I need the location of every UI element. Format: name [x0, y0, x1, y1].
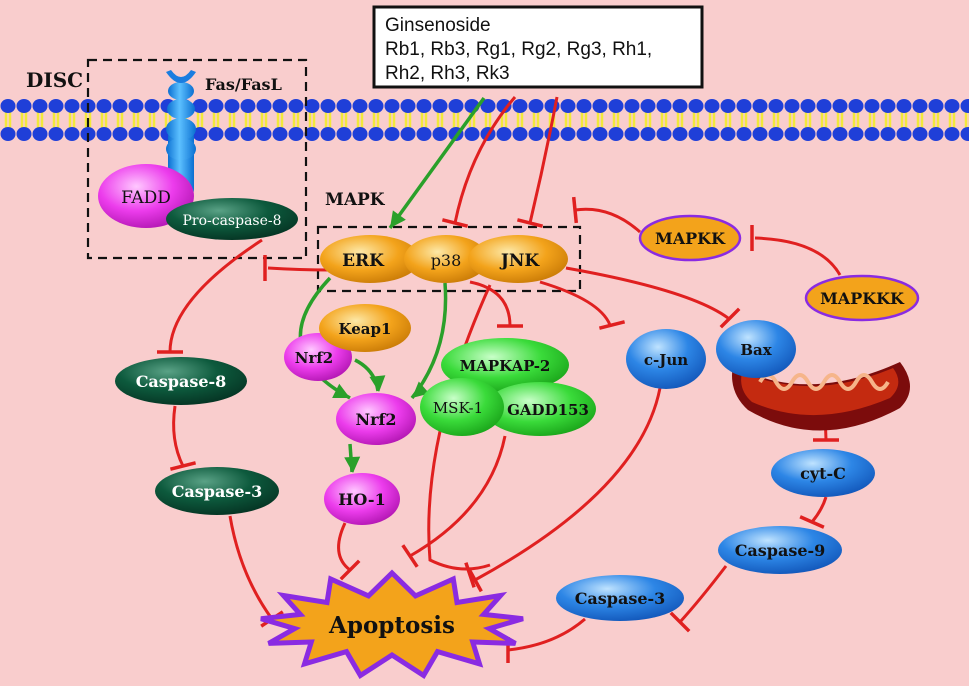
caspase-3-left-label: Caspase-3: [172, 482, 263, 501]
mapk-label: MAPK: [325, 190, 386, 210]
keap1-label: Keap1: [339, 320, 392, 338]
nrf2-label: Nrf2: [355, 410, 396, 429]
p38-label: p38: [431, 251, 462, 270]
msk-1-label: MSK-1: [433, 399, 483, 417]
pro-caspase-8-label: Pro-caspase-8: [182, 213, 281, 229]
jnk-label: JNK: [499, 251, 541, 271]
cyt-c-label: cyt-C: [800, 464, 846, 483]
c-jun-label: c-Jun: [644, 351, 688, 369]
caspase-3-right-label: Caspase-3: [575, 589, 666, 608]
caspase-8-label: Caspase-8: [136, 372, 227, 391]
mapkk-label: MAPKK: [655, 229, 726, 248]
ginsenoside-compounds-line1: Rb1, Rb3, Rg1, Rg2, Rg3, Rh1,: [385, 39, 652, 60]
mapkap-2-label: MAPKAP-2: [460, 357, 551, 375]
erk-label: ERK: [342, 251, 385, 271]
caspase-9-label: Caspase-9: [735, 541, 826, 560]
mapkkk-label: MAPKKK: [820, 289, 905, 308]
bax-label: Bax: [740, 341, 772, 359]
nrf2-complex-label: Nrf2: [295, 349, 334, 367]
disc-label: DISC: [26, 68, 83, 92]
apoptosis-label: Apoptosis: [328, 612, 455, 639]
ho-1-label: HO-1: [338, 490, 385, 509]
ginsenoside-title: Ginsenoside: [385, 15, 491, 36]
fadd-label: FADD: [121, 188, 171, 208]
ginsenoside-compounds-line2: Rh2, Rh3, Rk3: [385, 63, 510, 84]
gadd153-label: GADD153: [507, 401, 589, 419]
fas-label: Fas/FasL: [205, 75, 282, 94]
